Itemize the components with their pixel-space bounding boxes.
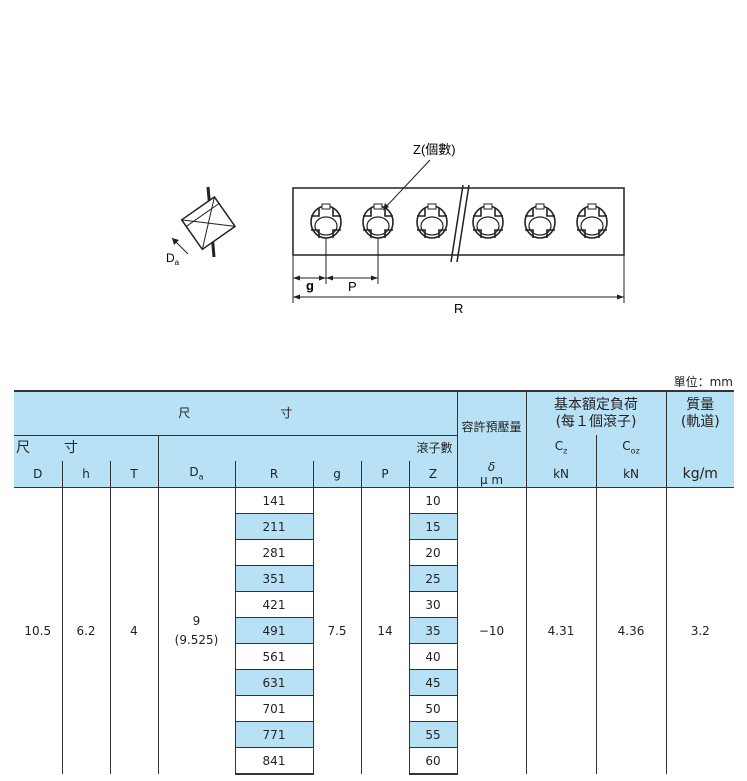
col-p: P [360,461,409,489]
z-label: Z(個數) [413,142,456,157]
table-row: 491 35 [14,617,734,644]
dimension-g-p: g P [292,238,379,303]
value-z: 10 [408,487,458,514]
side-section: Da [166,186,237,267]
value-r: 211 [234,513,314,540]
table-row: 211 15 [14,513,734,540]
dims-header: 尺寸 [14,390,458,436]
value-p: 14 [360,487,409,774]
dimension-r: R [293,255,625,316]
cage-strip [292,184,625,263]
value-r: 491 [234,617,314,644]
value-r: 841 [234,747,314,775]
value-r: 771 [234,721,314,748]
value-z: 50 [408,695,458,722]
cz-header: Cz [525,435,597,461]
r-label: R [454,301,463,316]
value-d: 10.5 [24,624,52,639]
value-da-main: 9 [192,613,201,628]
sub-dims-header: 尺寸 [14,435,158,461]
table-row: 771 55 [14,721,734,748]
value-z: 30 [408,591,458,618]
table-row: 841 60 [14,747,734,775]
value-r: 561 [234,643,314,670]
value-da-alt: (9.525) [174,633,219,648]
value-g: 7.5 [312,487,361,774]
value-mass: 3.2 [665,487,735,774]
delta-unit: μ m [479,473,504,488]
value-r: 701 [234,695,314,722]
da-label: Da [166,251,180,267]
table-row: 281 20 [14,539,734,566]
value-r: 141 [234,487,314,514]
value-r: 631 [234,669,314,696]
preload-header: 容許預壓量 [456,390,527,461]
value-z: 45 [408,669,458,696]
col-r: R [234,461,313,489]
value-z: 15 [408,513,458,540]
coz-header: Coz [595,435,667,461]
col-t: T [109,461,158,489]
value-r: 281 [234,539,314,566]
value-delta: −10 [456,487,527,774]
value-r: 421 [234,591,314,618]
value-z: 40 [408,643,458,670]
unit-note: 單位：mm [673,375,733,389]
value-z: 55 [408,721,458,748]
col-d: D [14,461,62,489]
col-delta: δ μ m [456,460,527,489]
load-header: 基本額定負荷 (每１個滾子) [525,390,667,435]
col-da: Da [157,461,235,489]
col-h: h [61,461,110,489]
col-g: g [312,461,361,489]
mass-header: 質量 (軌道) [665,390,735,435]
col-cz-unit: kN [525,461,597,489]
roller-cage-diagram: Da Z(個數) g P R [166,142,625,316]
value-da: 9 (9.525) [157,487,235,774]
value-cz: 4.31 [525,487,597,774]
table-row: 351 25 [14,565,734,592]
value-z: 35 [408,617,458,644]
value-t: 4 [109,487,158,774]
col-mass-unit: kg/m [665,461,735,489]
col-z: Z [408,461,458,489]
value-z: 60 [408,747,458,775]
table-row: 421 30 [14,591,734,618]
table-row: 701 50 [14,695,734,722]
value-z: 25 [408,565,458,592]
table-row: 631 45 [14,669,734,696]
table-row: 561 40 [14,643,734,670]
col-coz-unit: kN [595,461,667,489]
value-coz: 4.36 [595,487,667,774]
g-label: g [306,278,314,293]
roller-count-header: 滾子數 [157,435,458,461]
spec-table: 尺寸 容許預壓量 基本額定負荷 (每１個滾子) 質量 (軌道) 尺寸 滾子數 C… [14,390,735,775]
value-h: 6.2 [61,487,110,774]
value-r: 351 [234,565,314,592]
p-label: P [348,279,357,294]
value-z: 20 [408,539,458,566]
